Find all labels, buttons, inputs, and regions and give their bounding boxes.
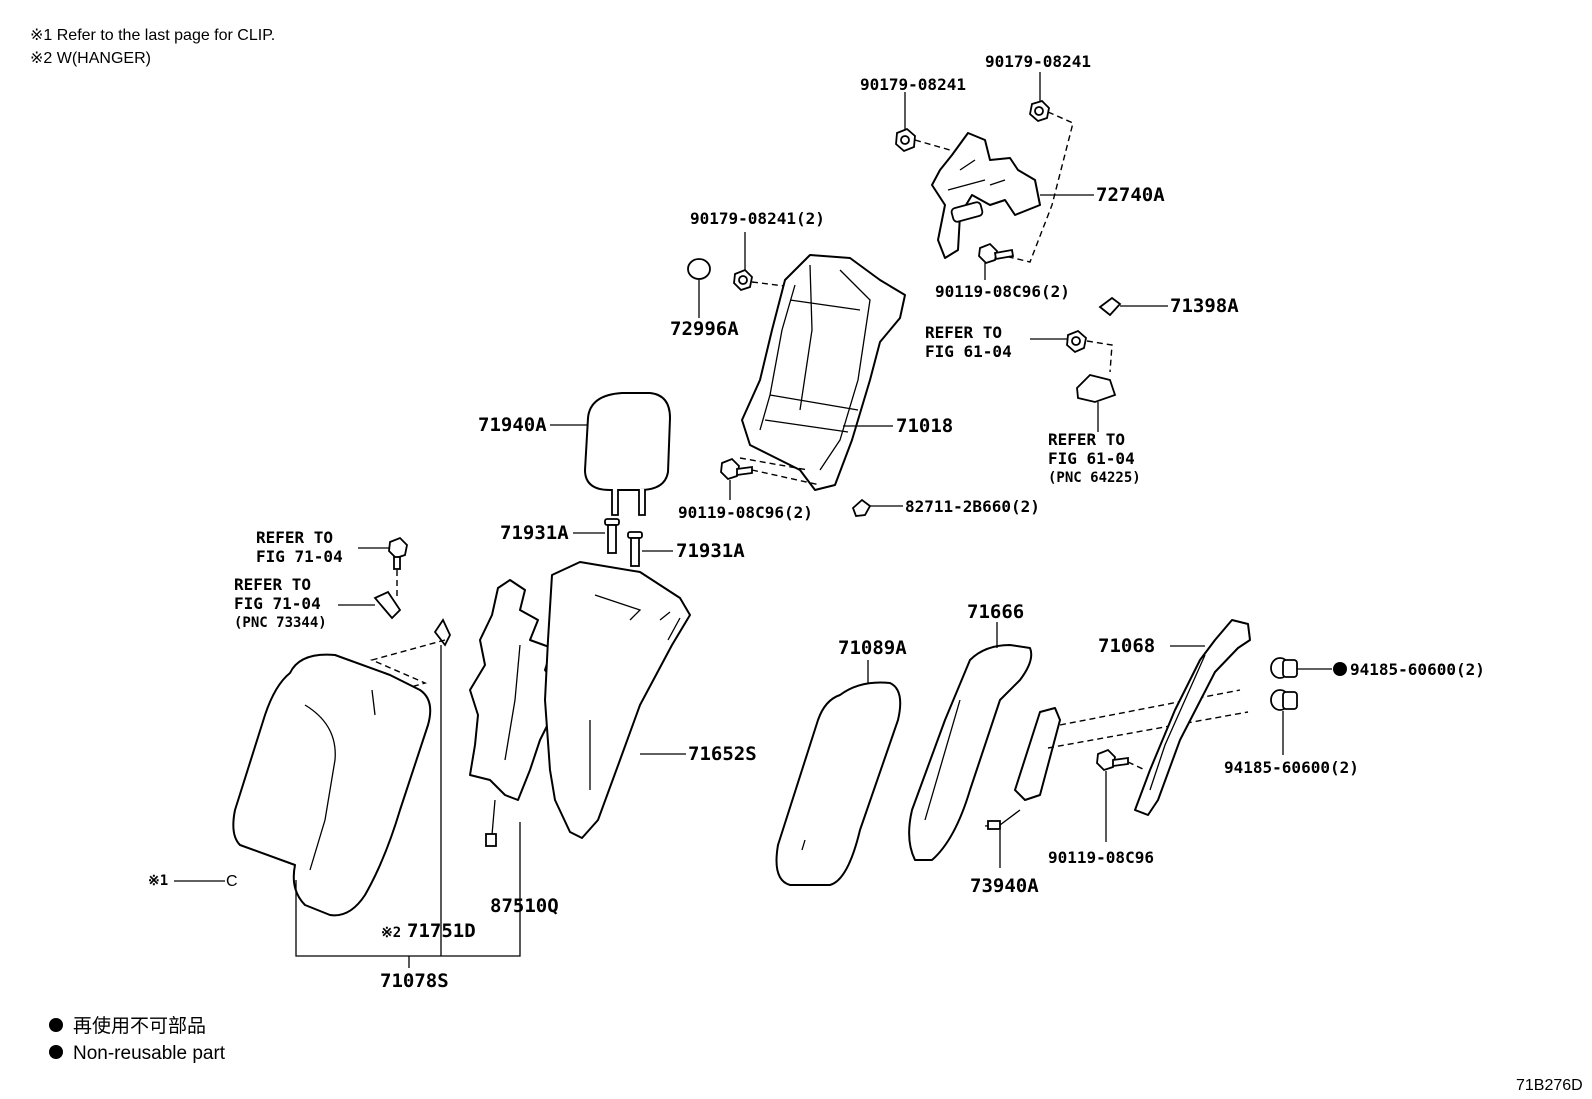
label-refer-a-line1: REFER TO	[925, 323, 1002, 342]
label-90179-top-right: 90179-08241	[985, 52, 1091, 71]
bolt-90119-bottom[interactable]	[1096, 748, 1129, 772]
diagram-code: 71B276D	[1516, 1077, 1583, 1094]
label-71940A: 71940A	[478, 414, 547, 436]
bolt-90119-top[interactable]	[978, 242, 1015, 265]
nut-90179-top-right[interactable]	[1029, 99, 1050, 123]
dash-bolt-mid	[739, 457, 821, 486]
legend-dot-1	[49, 1018, 63, 1032]
clip-82711[interactable]	[851, 498, 872, 517]
headrest-71940A[interactable]	[584, 392, 671, 516]
label-90119-mid: 90119-08C96(2)	[678, 503, 813, 522]
note-clip: ※1 Refer to the last page for CLIP.	[30, 27, 275, 44]
note-hanger: ※2 W(HANGER)	[30, 50, 151, 67]
label-71089A: 71089A	[838, 637, 907, 659]
grommet-94185-bottom[interactable]	[1270, 689, 1298, 711]
legend-ja: 再使用不可部品	[73, 1015, 206, 1037]
label-refer-d-line1: REFER TO	[234, 575, 311, 594]
hanger-71751D[interactable]	[433, 618, 451, 930]
label-90179-top-left: 90179-08241	[860, 75, 966, 94]
label-refer-b-line2: FIG 61-04	[1048, 449, 1135, 468]
label-90119-bottom: 90119-08C96	[1048, 848, 1154, 867]
cover-refer-64225[interactable]	[1076, 374, 1117, 403]
label-71652S: 71652S	[688, 743, 757, 765]
label-71751D: 71751D	[407, 920, 476, 942]
bracket-71078S	[295, 880, 521, 957]
grommet-94185-top[interactable]	[1270, 657, 1298, 679]
support-71931A-left[interactable]	[604, 518, 620, 554]
label-71018: 71018	[896, 415, 953, 437]
side-cover-71089A[interactable]	[775, 681, 902, 886]
nut-90179-2[interactable]	[733, 268, 753, 292]
label-clip-letter: C	[226, 873, 238, 890]
label-94185-top: 94185-60600(2)	[1350, 660, 1485, 679]
dash-hinge	[914, 111, 1074, 263]
label-refer-d-line3: (PNC 73344)	[234, 615, 327, 631]
bracket-71068[interactable]	[1134, 619, 1251, 816]
seatback-pad-71652S[interactable]	[544, 561, 691, 839]
label-hanger-mark: ※2	[381, 925, 401, 941]
seatback-cover-71078S[interactable]	[232, 653, 432, 917]
hinge-bracket-72740A[interactable]	[931, 132, 1041, 259]
side-trim-71666[interactable]	[908, 644, 1033, 861]
label-87510Q: 87510Q	[490, 895, 559, 917]
label-90119-top: 90119-08C96(2)	[935, 282, 1070, 301]
label-refer-b-line3: (PNC 64225)	[1048, 470, 1141, 486]
label-refer-a-line2: FIG 61-04	[925, 342, 1012, 361]
label-refer-c-line1: REFER TO	[256, 528, 333, 547]
label-72996A: 72996A	[670, 318, 739, 340]
airbag-module-73940A[interactable]	[984, 707, 1061, 830]
label-90179-2: 90179-08241(2)	[690, 209, 825, 228]
bracket-71078S-tick	[408, 930, 442, 968]
label-clip-mark: ※1	[148, 873, 168, 889]
label-82711: 82711-2B660(2)	[905, 497, 1040, 516]
bolt-90119-mid[interactable]	[720, 457, 753, 481]
heater-mat-87510Q[interactable]	[469, 579, 561, 847]
label-71078S: 71078S	[380, 970, 449, 992]
label-72740A: 72740A	[1096, 184, 1165, 206]
non-reusable-dot	[1333, 662, 1347, 676]
clip-71398A[interactable]	[1098, 296, 1122, 317]
seatback-frame-71018[interactable]	[741, 254, 906, 491]
label-94185-bottom: 94185-60600(2)	[1224, 758, 1359, 777]
legend-en: Non-reusable part	[73, 1043, 226, 1064]
dash-airbag	[1047, 689, 1249, 749]
label-73940A: 73940A	[970, 875, 1039, 897]
dash-bushing	[1086, 340, 1113, 373]
label-refer-b-line1: REFER TO	[1048, 430, 1125, 449]
screw-refer-71-04[interactable]	[388, 536, 408, 570]
label-71931A-left: 71931A	[500, 522, 569, 544]
bracket-refer-73344[interactable]	[373, 590, 402, 620]
dash-bolt-bottom	[1127, 761, 1146, 771]
cap-72996A[interactable]	[687, 258, 711, 280]
label-refer-c-line2: FIG 71-04	[256, 547, 343, 566]
label-71398A: 71398A	[1170, 295, 1239, 317]
legend-dot-2	[49, 1045, 63, 1059]
label-refer-d-line2: FIG 71-04	[234, 594, 321, 613]
support-71931A-right[interactable]	[627, 531, 643, 567]
label-71931A-right: 71931A	[676, 540, 745, 562]
dash-hanger	[354, 639, 446, 704]
label-71666: 71666	[967, 601, 1024, 623]
bushing-refer-61-04[interactable]	[1066, 329, 1087, 354]
label-71068: 71068	[1098, 635, 1155, 657]
nut-90179-top-left[interactable]	[895, 127, 916, 153]
